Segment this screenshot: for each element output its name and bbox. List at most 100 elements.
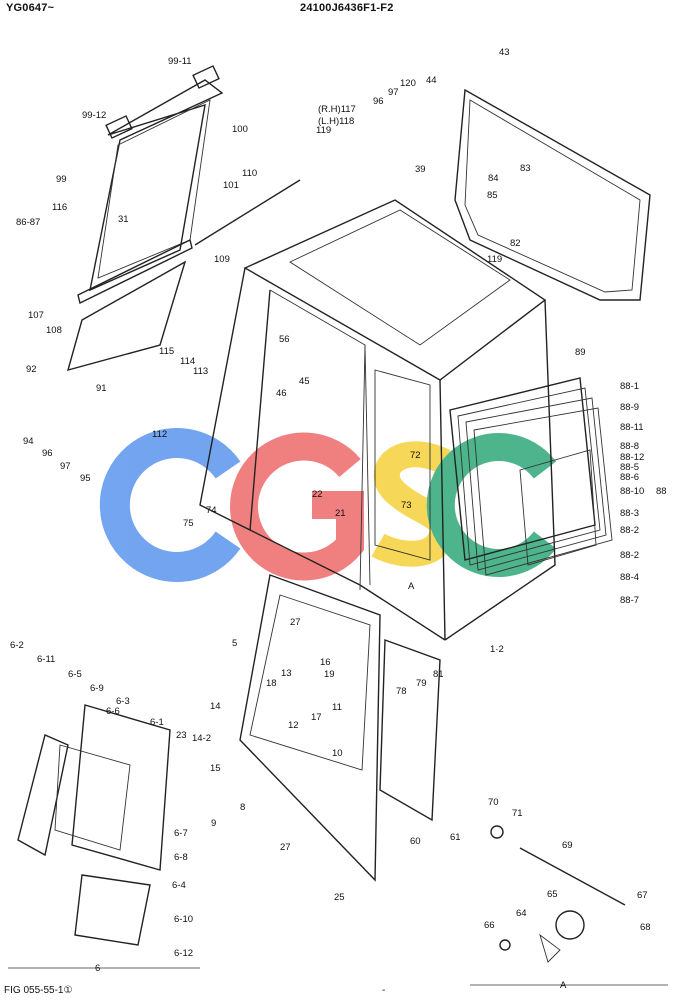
part-label: 88-3 [620,508,639,519]
part-label: 6-10 [174,914,193,925]
part-label: 73 [401,500,412,511]
part-label: 6-9 [90,683,104,694]
part-label: 6-4 [172,880,186,891]
part-label: 99 [56,174,67,185]
part-label: 96 [373,96,384,107]
lock-65 [555,910,585,940]
part-label: 68 [640,922,651,933]
part-label: 61 [450,832,461,843]
part-label: 6-2 [10,640,24,651]
figure-number: FIG 055-55-1① [4,985,73,996]
part-label: 109 [214,254,230,265]
part-label: 17 [311,712,322,723]
part-label: 107 [28,310,44,321]
part-label: 27 [280,842,291,853]
part-label: 71 [512,808,523,819]
frame-88-9 [465,397,607,571]
part-label: 99-11 [168,56,192,67]
part-label: 14 [210,701,221,712]
hinge-99-11 [192,65,220,89]
part-label: 88 [656,486,667,497]
part-label: 119 [487,254,502,265]
part-label: 113 [193,366,208,377]
part-label: 94 [23,436,34,447]
part-label: 9 [211,818,216,829]
part-label: 88-11 [620,422,644,433]
part-label: 67 [637,890,648,901]
part-label: 6-11 [37,654,55,665]
part-label: 66 [484,920,495,931]
rod-110 [194,179,301,246]
door-seal-60 [379,639,441,822]
part-label: (R.H)117 [318,104,356,115]
part-label: 60 [410,836,421,847]
part-label: 13 [281,668,292,679]
part-label: 64 [516,908,527,919]
part-label: 21 [335,508,346,519]
glass-88-2 [519,449,597,566]
part-label: 65 [547,889,558,900]
glass-6-2 [17,734,69,857]
part-label: 6 [95,963,100,974]
frame-6-1 [71,704,171,871]
detail-a-latch [490,825,626,963]
part-label: 112 [152,429,167,440]
part-label: 39 [415,164,426,175]
part-label: 56 [279,334,290,345]
part-label: 81 [433,669,444,680]
part-label: A [560,980,567,991]
part-label: 88-9 [620,402,639,413]
part-label: 69 [562,840,573,851]
part-label: 99-12 [82,110,106,121]
part-label: 97 [60,461,71,472]
part-label: 18 [266,678,277,689]
part-label: 19 [324,669,335,680]
cab-body [199,199,556,641]
part-label: 43 [499,47,510,58]
part-label: 16 [320,657,331,668]
part-label: 88-7 [620,595,639,606]
cab-right-side [444,299,556,641]
part-label: 88-12 [620,452,644,463]
part-label: 114 [180,356,195,367]
part-label: 8 [240,802,245,813]
part-label: 12 [288,720,299,731]
window-glass-100 [97,99,211,279]
part-label: 5 [232,638,237,649]
clip-70 [490,825,504,839]
part-label: 6-1 [150,717,164,728]
part-label: 74 [206,505,217,516]
part-label: 91 [96,383,107,394]
watermark-c-blue [99,428,241,582]
window-glass-44 [464,99,641,293]
part-label: 115 [159,346,174,357]
door-window-6-assembly [17,704,171,946]
seal-6-10 [74,874,151,946]
door-panel [239,574,381,882]
part-label: 45 [299,376,310,387]
part-label: 88-10 [620,486,644,497]
part-label: 88-8 [620,441,639,452]
part-label: A [408,581,415,592]
part-label: 6-6 [106,706,120,717]
part-label: 14-2 [192,733,211,744]
part-label: 96 [42,448,53,459]
part-label: 95 [80,473,91,484]
watermark-c-green [426,433,557,577]
cab-front-post [439,379,446,641]
part-label: 31 [118,214,129,225]
bolt-66 [499,939,511,951]
serial-range-label: YG0647~ [6,2,55,14]
part-label: 88-5 [620,462,639,473]
part-label: 1·2 [490,644,504,655]
part-label: 88-1 [620,381,639,392]
roof-panel [289,209,511,346]
part-label: 108 [46,325,62,336]
part-label: 6-3 [116,696,130,707]
handle-64 [539,933,561,963]
drawing-number: 24100J6436F1-F2 [300,2,394,14]
frame-6-9 [54,744,131,851]
part-label: 15 [210,763,221,774]
part-label: 44 [426,75,437,86]
